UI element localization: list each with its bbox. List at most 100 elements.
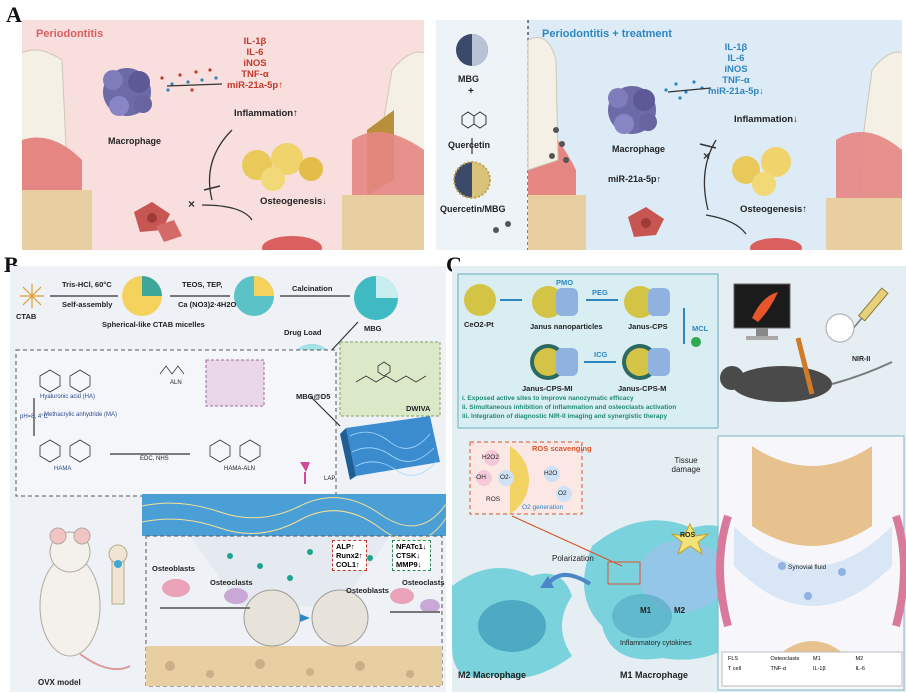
- cytokine-label: IL-1β: [724, 42, 748, 53]
- mbg-label: MBG: [364, 324, 382, 333]
- m1-macrophage: [584, 520, 760, 660]
- mir-label: miR-21a-5p↑: [608, 174, 662, 184]
- osteoblast-cluster: [732, 147, 791, 196]
- cytokine-label: TNF-α: [241, 69, 269, 80]
- panel-a-right-title: Periodontitis + treatment: [542, 28, 672, 40]
- micelles-label: Spherical-like CTAB micelles: [102, 320, 205, 329]
- cytokine-label: IL-6: [727, 53, 745, 64]
- panel-b-hydrogel: CTAB Tris-HCl, 60°C Self-assembly Spheri…: [10, 266, 446, 692]
- o2m-label: O2-: [500, 474, 511, 481]
- dwiva-label: DWIVA: [406, 404, 431, 413]
- tissue-damage-label: Tissue damage: [671, 456, 701, 474]
- osteogenesis-down-label: Osteogenesis↓: [260, 196, 328, 207]
- mbg-d5-label: MBG@D5: [296, 392, 331, 401]
- mbg-sphere: [456, 34, 488, 66]
- legend-item: TNF-α: [770, 666, 787, 672]
- marker-label: ALP↑: [336, 542, 355, 551]
- calcination-label: Calcination: [292, 284, 333, 293]
- cytokine-label: IL-6: [246, 47, 264, 58]
- icg-label: ICG: [594, 350, 608, 359]
- osteoblast-cluster: [242, 143, 323, 191]
- ceo2-label: CeO2-Pt: [464, 320, 494, 329]
- mbg-label: MBG: [458, 74, 479, 84]
- legend-item: M2: [855, 656, 864, 662]
- nanozyme-illustration: [452, 273, 906, 691]
- cytokine-list-up: IL-1β IL-6 iNOS TNF-α miR-21a-5p↑: [227, 36, 283, 91]
- marker-label: COL1↑: [336, 560, 360, 569]
- macrophage-label: Macrophage: [612, 144, 666, 154]
- h2o-label: H2O: [544, 470, 558, 477]
- bone-femur: [108, 544, 128, 605]
- peg-label: PEG: [592, 288, 608, 297]
- light-probe: [795, 337, 815, 395]
- markers-up-box: ALP↑ Runx2↑ COL1↑: [332, 540, 367, 571]
- svg-text:×: ×: [188, 197, 195, 211]
- scaffold-sphere-2: [311, 589, 369, 647]
- markers-down-box: NFATc1↓ CTSK↓ MMP9↓: [392, 540, 431, 571]
- design-point: ii. Simultaneous inhibition of inflammat…: [462, 404, 677, 411]
- janus-cps-m-label: Janus-CPS-M: [618, 384, 667, 393]
- panel-label-a: A: [6, 2, 22, 27]
- scaffold-sphere-1: [243, 589, 301, 647]
- lap-label: LAP: [324, 476, 336, 482]
- m1-macrophage-label: M1 Macrophage: [620, 670, 689, 680]
- cytokine-label: miR-21a-5p↑: [227, 80, 283, 91]
- joint-legend: FLS Osteoclasts M1 M2 T cell TNF-α IL-1β…: [728, 656, 898, 672]
- panel-c-nanozyme: CeO2-Pt PMO Janus nanoparticles PEG Janu…: [452, 266, 906, 692]
- h2o2-label: H2O2: [482, 454, 499, 461]
- hama-aln-label: HAMA-ALN: [224, 466, 256, 472]
- plus-label: +: [468, 86, 474, 97]
- legend-item: Osteoclasts: [770, 656, 800, 662]
- m1-label: M1: [640, 606, 652, 615]
- janus-cps-label: Janus-CPS: [628, 322, 668, 331]
- ros-burst-label: ROS: [680, 532, 696, 539]
- janus-cps-particle: [624, 286, 670, 318]
- hama-label: HAMA: [54, 466, 72, 472]
- macrophage-cell: [103, 68, 152, 116]
- janus-cps-mi-particle: [530, 344, 578, 380]
- m2-macrophage: [452, 568, 572, 679]
- hydrogel-illustration: [15, 276, 446, 687]
- svg-text:×: ×: [703, 149, 710, 163]
- cytokine-label: IL-1β: [243, 36, 267, 47]
- osteoclast-cell: [134, 202, 182, 242]
- marker-label: NFATc1↓: [396, 542, 427, 551]
- panel-a-periodontitis: × Periodontitis IL-1β IL-6 iNOS TNF-α mi…: [22, 20, 424, 250]
- osteoblasts-label: Osteoblasts: [152, 564, 195, 573]
- legend-item: M1: [813, 656, 821, 662]
- ovx-mouse: [39, 527, 131, 670]
- quercetin-mbg-label: Quercetin/MBG: [440, 204, 506, 214]
- inflammation-up-label: Inflammation↑: [234, 108, 298, 119]
- step2a-label: TEOS, TEP,: [182, 280, 223, 289]
- step2b-label: Ca (NO3)2·4H2O: [178, 300, 237, 309]
- nir-label: NIR-II: [852, 356, 871, 363]
- mbg-precursor: [234, 276, 274, 316]
- cytokine-list-down: IL-1β IL-6 iNOS TNF-α miR-21a-5p↓: [708, 42, 764, 97]
- o2-gen-label: O2 generation: [522, 504, 564, 511]
- osteoclast-cell: [628, 207, 664, 237]
- synovial-label: Synovial fluid: [788, 564, 827, 571]
- marker-label: MMP9↓: [396, 560, 422, 569]
- legend-item: T cell: [728, 666, 742, 672]
- ceo2-pt-particle: [464, 284, 496, 316]
- quercetin-mbg-sphere: [453, 161, 491, 199]
- ros-label: ROS: [486, 496, 501, 503]
- periodontitis-illustration: ×: [22, 49, 424, 250]
- edc-label: EDC, NHS: [140, 456, 169, 462]
- macrophage-label: Macrophage: [108, 136, 162, 146]
- mcl-label: MCL: [692, 324, 709, 333]
- marker-label: CTSK↓: [396, 551, 421, 560]
- inflam-cyto-label: Inflammatory cytokines: [620, 640, 692, 647]
- micelle: [122, 276, 162, 316]
- m2-label: M2: [674, 606, 686, 615]
- osteogenesis-up-label: Osteogenesis↑: [740, 204, 808, 215]
- nir-imaging-monitor: [733, 283, 791, 340]
- ha-label: Hyaluronic acid (HA): [40, 394, 96, 400]
- design-points: i. Exposed active sites to improve nanoz…: [462, 394, 676, 421]
- m2-macrophage-label: M2 Macrophage: [458, 670, 527, 680]
- mbg-sphere: [354, 276, 398, 320]
- cytokine-label: iNOS: [724, 64, 748, 75]
- cytokine-label: miR-21a-5p↓: [708, 86, 764, 97]
- inflammation-down-label: Inflammation↓: [734, 114, 798, 125]
- polarization-label: Polarization: [552, 554, 594, 563]
